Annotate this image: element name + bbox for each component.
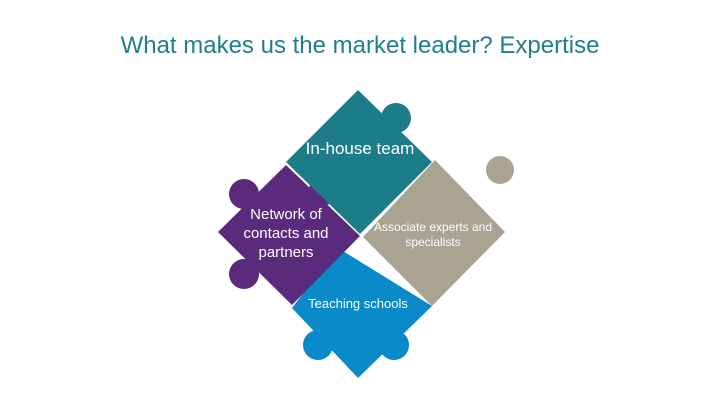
teaching-schools-label: Teaching schools	[308, 296, 408, 311]
associate-label: Associate experts and specialists	[373, 220, 493, 249]
puzzle-piece-associate	[363, 156, 514, 306]
puzzle-piece-teaching	[292, 248, 432, 378]
in-house-team-label: In-house team	[305, 139, 415, 158]
network-label: Network of contacts and partners	[243, 206, 329, 261]
page-title: What makes us the market leader? Experti…	[120, 32, 600, 59]
puzzle-piece-in-house	[286, 90, 432, 234]
